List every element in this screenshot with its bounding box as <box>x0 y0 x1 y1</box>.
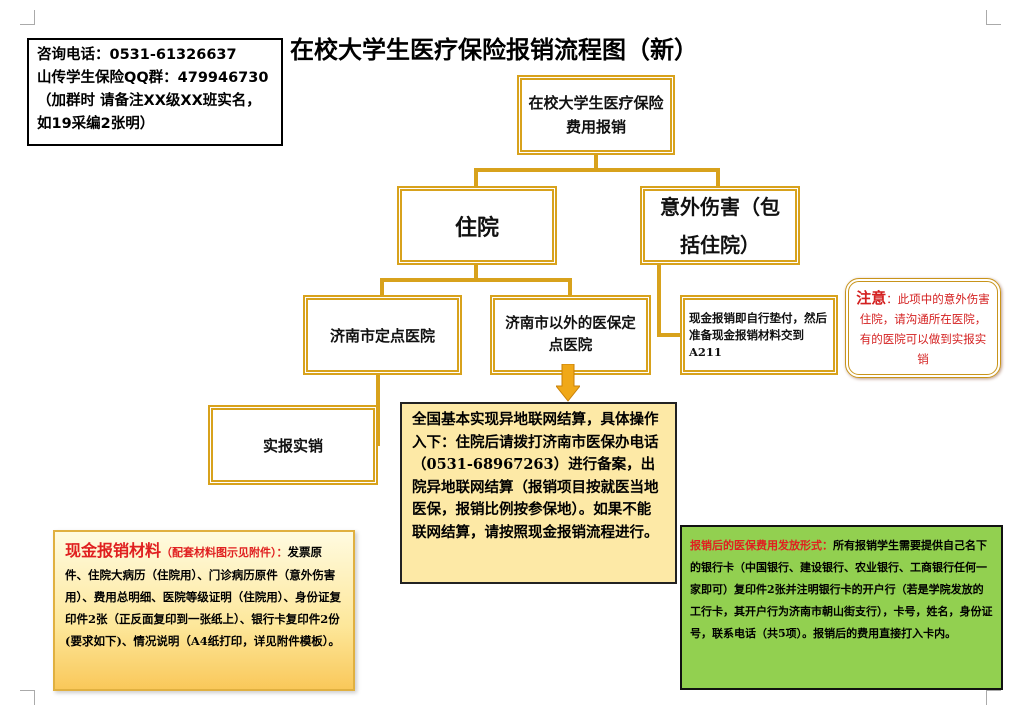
note-text: ：此项中的意外伤害住院，请沟通所在医院，有的医院可以做到实报实销 <box>859 292 990 366</box>
node-accident: 意外伤害（包括住院） <box>640 186 800 265</box>
node-hospitalization: 住院 <box>397 186 557 265</box>
page-corner-mark <box>986 690 1001 705</box>
contact-qq-group: 山传学生保险QQ群：479946730 <box>37 70 269 86</box>
connector <box>474 263 478 281</box>
connector <box>594 154 598 170</box>
contact-note: （加群时 请备注XX级XX班实名，如19采编2张明） <box>37 93 261 132</box>
connector <box>380 278 384 297</box>
down-arrow-icon <box>556 364 580 402</box>
node-cash-reimbursement: 现金报销即自行垫付，然后准备现金报销材料交到A211 <box>680 295 838 375</box>
payment-heading: 报销后的医保费用发放形式： <box>690 539 833 552</box>
page-title: 在校大学生医疗保险报销流程图（新） <box>290 36 698 64</box>
node-outside-jinan: 济南市以外的医保定点医院 <box>490 295 651 375</box>
payment-method-box: 报销后的医保费用发放形式：所有报销学生需要提供自己名下的银行卡（中国银行、建设银… <box>680 525 1003 690</box>
note-box: 注意：此项中的意外伤害住院，请沟通所在医院，有的医院可以做到实报实销 <box>845 278 1001 378</box>
cash-materials-box: 现金报销材料（配套材料图示见附件）：发票原件、住院大病历（住院用）、门诊病历原件… <box>53 530 355 691</box>
connector <box>657 333 682 337</box>
cash-materials-heading: 现金报销材料 <box>65 541 162 560</box>
connector <box>568 278 572 297</box>
cash-materials-subheading: （配套材料图示见附件）： <box>161 546 288 559</box>
page-corner-mark <box>20 690 35 705</box>
contact-phone: 咨询电话：0531-61326637 <box>37 47 237 63</box>
connector <box>474 168 720 172</box>
cash-materials-text: 发票原件、住院大病历（住院用）、门诊病历原件（意外伤害用）、费用总明细、医院等级… <box>65 545 341 648</box>
note-label: 注意 <box>856 289 887 307</box>
payment-text: 所有报销学生需要提供自己名下的银行卡（中国银行、建设银行、农业银行、工商银行任何… <box>690 539 993 640</box>
connector <box>657 263 661 337</box>
remote-settlement-box: 全国基本实现异地联网结算，具体操作入下：住院后请拨打济南市医保办电话（0531-… <box>400 402 677 584</box>
connector <box>376 374 380 446</box>
connector <box>380 278 572 282</box>
node-root: 在校大学生医疗保险费用报销 <box>517 75 675 155</box>
page-corner-mark <box>20 10 35 25</box>
connector <box>474 168 478 188</box>
page-corner-mark <box>986 10 1001 25</box>
node-direct-settlement: 实报实销 <box>208 405 378 485</box>
connector <box>716 168 720 188</box>
contact-info-box: 咨询电话：0531-61326637 山传学生保险QQ群：479946730 （… <box>27 38 283 146</box>
node-jinan-hospital: 济南市定点医院 <box>303 295 462 375</box>
